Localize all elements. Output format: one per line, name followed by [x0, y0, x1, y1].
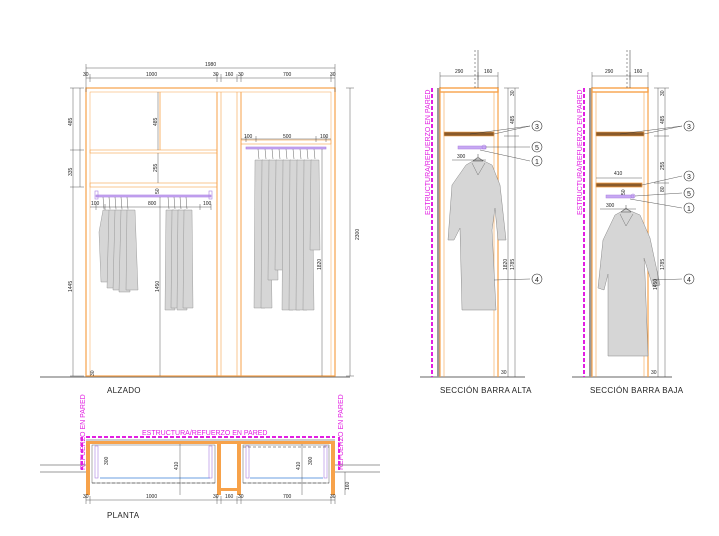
alzado-dim-right-rail-a: 100: [244, 134, 253, 140]
baja-callout-4: 4: [687, 277, 691, 284]
baja-dim-bottom: 30: [651, 370, 657, 376]
alta-dim-rail-gap: 300: [457, 154, 466, 160]
baja-dim-depth-a: 290: [605, 69, 614, 75]
planta-dim-side-left: 30: [83, 494, 89, 500]
planta-dim-side-right: 30: [330, 494, 336, 500]
alzado-dim-lower-zone: 1445: [68, 281, 74, 292]
planta-dim-depth-right: 300: [308, 456, 314, 465]
alzado-dim-bay-right: 700: [283, 72, 292, 78]
planta-dim-bay-left: 1000: [146, 494, 157, 500]
alzado-dim-right-rail-b: 100: [320, 134, 329, 140]
alzado-dim-left-rail-width: 800: [148, 201, 157, 207]
alta-callout-4: 4: [535, 277, 539, 284]
alta-dim-depth-a: 290: [455, 69, 464, 75]
alta-callout-3: 3: [535, 124, 539, 131]
right-garments-group: [253, 159, 321, 311]
alzado-dim-top-shelf-inner: 485: [153, 117, 159, 126]
planta-dim-depth-inner-left: 410: [174, 461, 180, 470]
alzado-dim-side-right: 30: [330, 72, 336, 78]
baja-dim-rail-height: 1785: [660, 259, 666, 270]
baja-caption: SECCIÓN BARRA BAJA: [590, 386, 684, 395]
alta-dim-top-shelf: 485: [510, 115, 516, 124]
baja-callout-3a: 3: [687, 124, 691, 131]
alzado-caption: ALZADO: [107, 386, 141, 395]
alzado-dim-mid-a: 30: [213, 72, 219, 78]
alzado-dim-shelf-gap: 255: [153, 163, 159, 172]
baja-dim-side: 30: [660, 90, 666, 96]
alzado-dim-left-rail-a: 100: [91, 201, 100, 207]
baja-dim-top-shelf: 485: [660, 115, 666, 124]
alzado-dim-left-hang: 1450: [155, 281, 161, 292]
alta-dim-bottom: 30: [501, 370, 507, 376]
alta-callout-5: 5: [535, 145, 539, 152]
baja-dim-rail-label: 50: [621, 189, 627, 195]
baja-dim-shelf-gap: 255: [660, 161, 666, 170]
alzado-total-width: 1980: [205, 62, 216, 68]
baja-estructura-label: ESTRUCTURA/REFUERZO EN PARED: [577, 90, 584, 216]
baja-callout-3b: 3: [687, 174, 691, 181]
planta-dim-depth-inner-right: 410: [296, 461, 302, 470]
seccion-baja-view: 3 3 5 1 4 290 160 30 485 255 410 80 50 3…: [572, 50, 695, 395]
alta-callout-1: 1: [535, 159, 539, 166]
planta-dim-mid-c: 30: [238, 494, 244, 500]
alzado-dim-bay-left: 1000: [146, 72, 157, 78]
alta-garment: [447, 157, 507, 311]
alzado-dim-right-rail-width: 500: [283, 134, 292, 140]
alta-dim-depth-b: 160: [484, 69, 493, 75]
planta-dim-mid-b: 160: [225, 494, 234, 500]
planta-dim-mid-a: 30: [213, 494, 219, 500]
alzado-dim-total-height: 2300: [355, 229, 361, 240]
alzado-dim-upper-zone: 335: [68, 167, 74, 176]
baja-dim-rail-gap: 300: [606, 203, 615, 209]
alzado-view: 1980 30 1000 30 160 30 700 30 485 485 33…: [40, 62, 361, 395]
seccion-alta-view: 3 5 1 4 290 160 30 485 300 1820 1785 30 …: [420, 50, 543, 395]
planta-refuerzo-right-label: REFUERZO EN PARED: [338, 394, 345, 470]
baja-dim-hang: 1450: [653, 279, 659, 290]
alzado-dim-mid-c: 30: [238, 72, 244, 78]
alzado-dim-plinth: 30: [90, 370, 96, 376]
alzado-dim-rail-label: 50: [155, 188, 161, 194]
baja-callout-1: 1: [687, 206, 691, 213]
baja-dim-depth-b: 160: [634, 69, 643, 75]
alzado-dim-right-hang: 1820: [317, 259, 323, 270]
alzado-dim-mid-b: 160: [225, 72, 234, 78]
planta-caption: PLANTA: [107, 511, 140, 520]
baja-dim-shelf-depth: 410: [614, 171, 623, 177]
alta-dim-hang: 1820: [503, 259, 509, 270]
planta-estructura-label: ESTRUCTURA/REFUERZO EN PARED: [142, 430, 268, 437]
alzado-dim-top-shelf: 485: [68, 117, 74, 126]
planta-refuerzo-left-label: REFUERZO EN PARED: [80, 394, 87, 470]
planta-view: 30 1000 30 160 30 700 30 300 410 410 300…: [40, 394, 380, 520]
baja-dim-shelf-thk: 80: [660, 186, 666, 192]
planta-dim-depth-left: 300: [104, 456, 110, 465]
alta-caption: SECCIÓN BARRA ALTA: [440, 386, 532, 395]
baja-garment: [597, 208, 661, 357]
alta-dim-side: 30: [510, 90, 516, 96]
planta-dim-bay-right: 700: [283, 494, 292, 500]
baja-callout-5: 5: [687, 191, 691, 198]
left-garments-group: [98, 209, 194, 311]
alzado-dim-left-rail-b: 100: [203, 201, 212, 207]
planta-dim-right-step: 160: [345, 481, 351, 490]
alta-estructura-label: ESTRUCTURA/REFUERZO EN PARED: [425, 90, 432, 216]
alta-dim-rail-height: 1785: [510, 259, 516, 270]
alzado-dim-side-left: 30: [83, 72, 89, 78]
